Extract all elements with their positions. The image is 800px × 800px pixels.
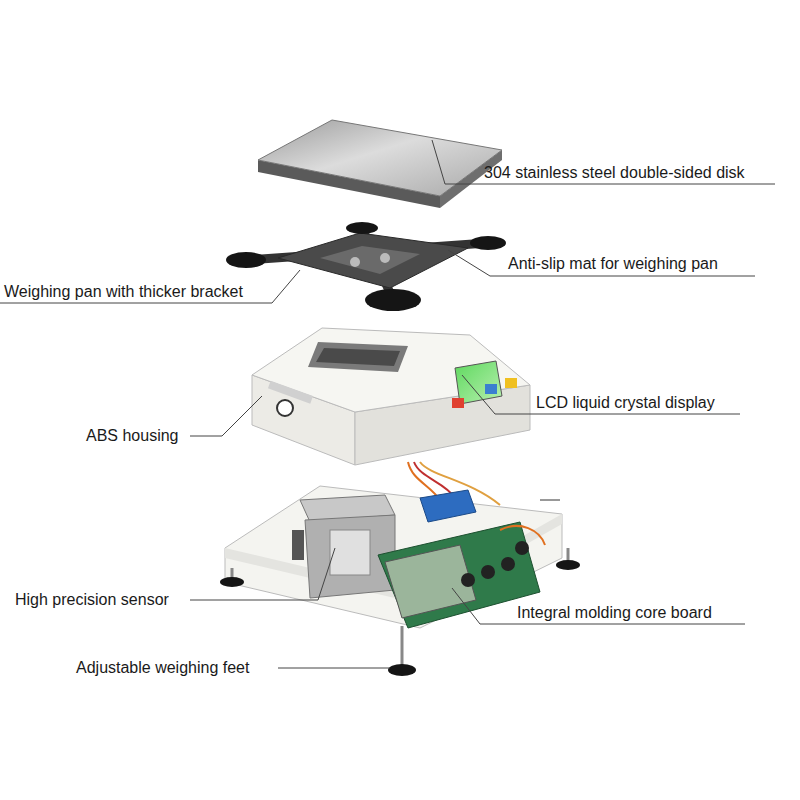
weighing-bracket [226,222,506,311]
part-label: Integral molding core board [517,604,712,622]
part-label: 304 stainless steel double-sided disk [484,164,745,182]
stray-line [540,500,560,501]
abs-housing [252,328,530,465]
part-label: Adjustable weighing feet [76,659,249,677]
part-label: Anti-slip mat for weighing pan [508,255,718,273]
battery [420,490,476,522]
base-tray [225,486,562,628]
load-sensor [292,495,395,598]
part-label: ABS housing [86,427,179,445]
part-label: LCD liquid crystal display [536,394,715,412]
leader-lines [0,140,775,668]
part-label: High precision sensor [15,591,169,609]
steel-plate [258,120,502,208]
part-label: Weighing pan with thicker bracket [4,283,243,301]
